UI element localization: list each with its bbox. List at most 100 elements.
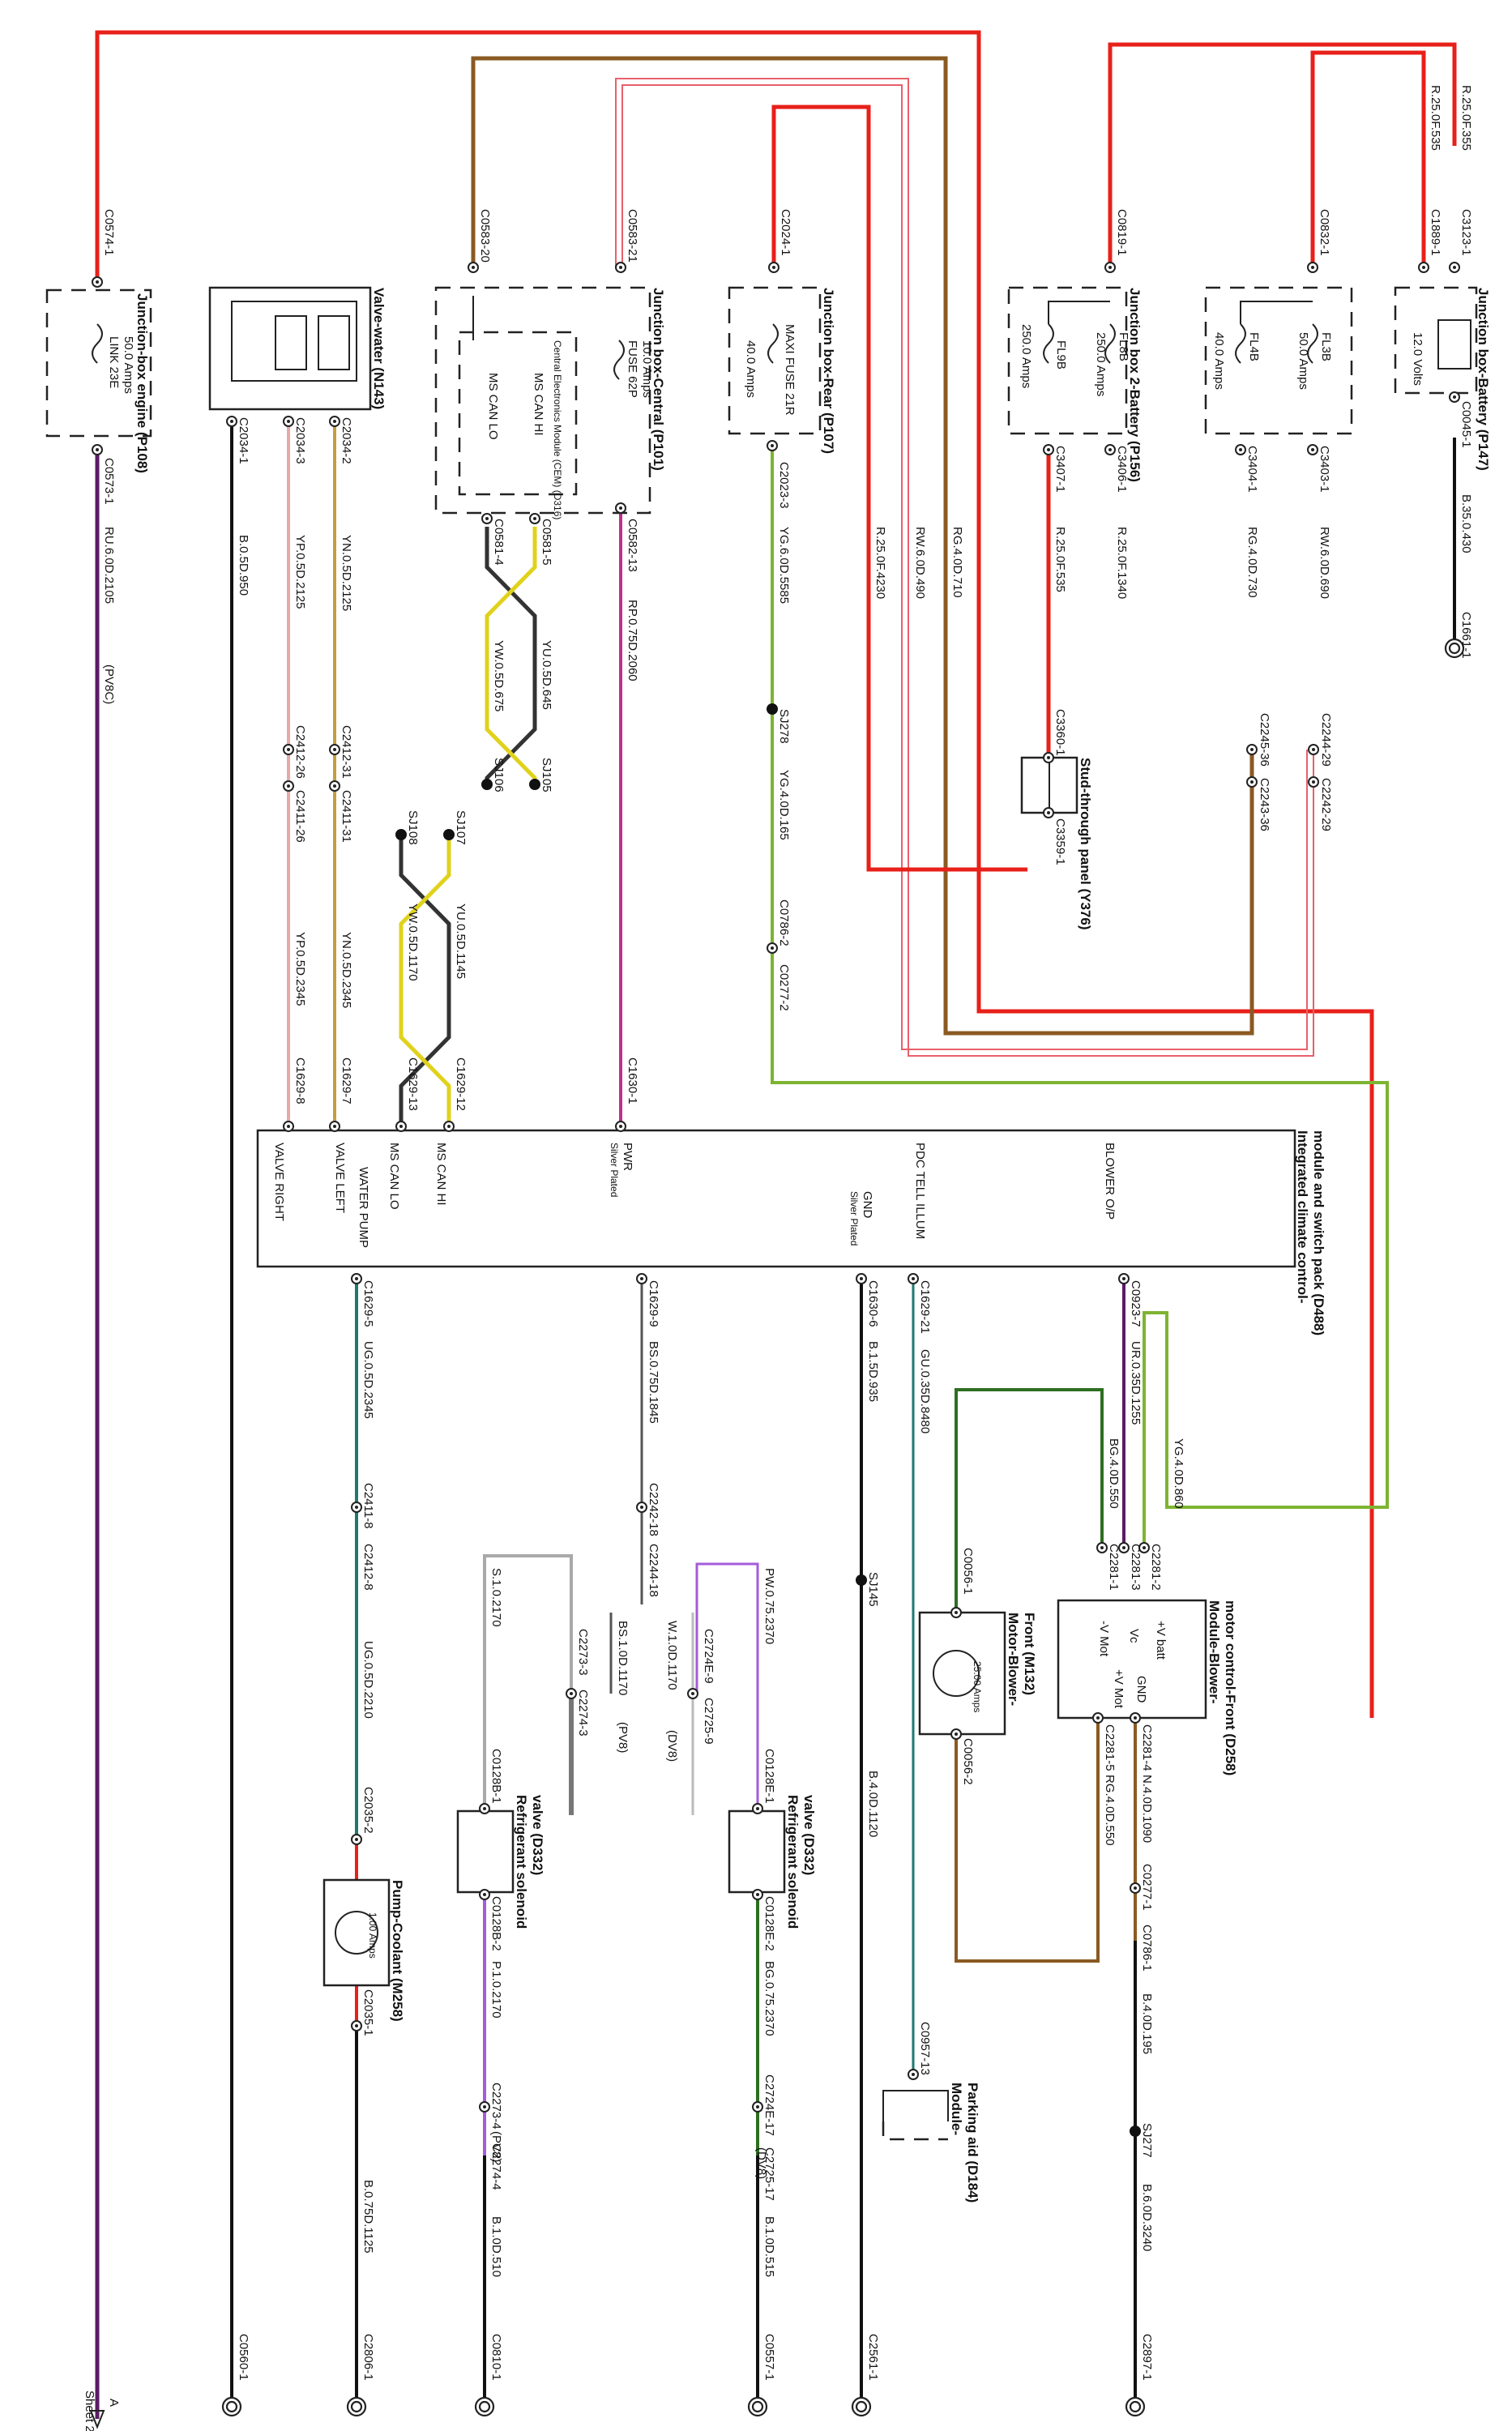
icc-pin-pwr-sub: Silver Plated — [609, 1143, 620, 1197]
splice-point — [1130, 2126, 1141, 2137]
conn-c2035-2: C2035-2 — [361, 1787, 375, 1834]
blower-pin-vmot-n: -V Mot — [1097, 1621, 1111, 1657]
ground-icon-inner — [751, 2400, 764, 2413]
conn-c3359-1: C3359-1 — [1053, 818, 1067, 865]
conn-c2281-3: C2281-3 — [1129, 1544, 1143, 1591]
fuse-fl8b-icon — [1104, 323, 1116, 364]
conn-c0810-1: C0810-1 — [489, 2334, 503, 2381]
conn-c2273-3: C2273-3 — [576, 1629, 590, 1676]
connector-pin — [483, 2105, 486, 2108]
connector-pin — [912, 2073, 915, 2076]
conn-c2035-1: C2035-1 — [361, 1989, 375, 2036]
conn-c1629-9: C1629-9 — [647, 1280, 660, 1327]
conn-c3360-1: C3360-1 — [1053, 709, 1067, 756]
connector-pin — [287, 784, 290, 788]
connector-pin — [287, 1125, 290, 1128]
blower-motor-frame — [918, 1611, 1006, 1736]
title-jb-central: Junction box-Central (P101) — [651, 288, 666, 471]
wire-red-rear-loop — [771, 105, 1027, 872]
fuse-symbols — [92, 296, 1471, 380]
connector-pin — [483, 1893, 486, 1896]
wire-label-rw-490: RW.6.0D.490 — [913, 527, 927, 599]
connector-pin — [860, 1277, 863, 1280]
conn-c2274-3: C2274-3 — [576, 1690, 590, 1737]
conn-c0923-7: C0923-7 — [1129, 1280, 1143, 1327]
connector-pin — [912, 1277, 915, 1280]
valve-water-coil-a — [275, 315, 307, 370]
splice-sj145: SJ145 — [866, 1572, 880, 1607]
connector-pin — [472, 266, 475, 269]
refrigerant-valve-a-frame — [456, 1809, 515, 1894]
wire-label-r-355: R.25.0F.355 — [1459, 85, 1473, 151]
ground-icon-inner — [1448, 642, 1461, 655]
conn-c3406-1: C3406-1 — [1115, 446, 1129, 493]
icc-pin-blower: BLOWER O/P — [1103, 1143, 1117, 1220]
blower-motor-rating: 25.00 Amps — [972, 1661, 983, 1712]
wire-label-p-2170: P.1.0.2170 — [489, 1961, 503, 2019]
wire-label-ug-2210: UG.0.5D.2210 — [361, 1641, 375, 1719]
wire-label-gu-8480: GU.0.35D.8480 — [918, 1349, 932, 1433]
wire-label-pv8c: (PV8C) — [102, 664, 116, 704]
conn-c1629-12: C1629-12 — [454, 1057, 468, 1111]
connector-pin — [287, 748, 290, 751]
offsheet-letter: A — [107, 2399, 121, 2407]
wire-label-b-1125: B.0.75D.1125 — [361, 2180, 375, 2254]
wire-label-yw-675: YW.0.5D.675 — [492, 640, 506, 711]
splice-sj106: SJ106 — [492, 758, 506, 793]
splice-point — [529, 779, 540, 790]
conn-c0786-2: C0786-2 — [777, 899, 791, 946]
blower-pin-gnd: GND — [1134, 1676, 1148, 1703]
junction-box-rear-frame — [728, 286, 822, 435]
junction-box-engine-frame — [45, 288, 152, 438]
conn-c0832-1: C0832-1 — [1318, 209, 1331, 256]
components — [45, 286, 1478, 2141]
connector-pin — [619, 1125, 622, 1128]
fuse-fl9b-rating: 250.0 Amps — [1019, 324, 1033, 388]
connector-pin — [1250, 748, 1254, 751]
wire-label-b-510: B.1.0D.510 — [489, 2216, 503, 2277]
ground-icon-inner — [350, 2400, 363, 2413]
wire-label-b-1120: B.4.0D.1120 — [866, 1771, 880, 1837]
conn-c3403-1: C3403-1 — [1318, 446, 1331, 493]
title-rs-valve-a-1: Refrigerant solenoid — [514, 1795, 529, 1929]
pump-rating: 1.00 Amps — [367, 1912, 378, 1959]
connector-pin — [1311, 448, 1314, 451]
wire-label-yp-2345: YP.0.5D.2345 — [293, 932, 307, 1006]
connector-pin — [1108, 448, 1112, 451]
conn-c0128b-1: C0128B-1 — [489, 1749, 503, 1804]
valve-water-inner — [231, 301, 357, 382]
conn-c2244-29: C2244-29 — [1319, 713, 1333, 767]
connector-pin — [1122, 1546, 1125, 1549]
title-jb2-battery: Junction box 2-Battery (P156) — [1127, 288, 1143, 482]
conn-c0574-1: C0574-1 — [102, 209, 116, 256]
connector-pin — [1239, 448, 1242, 451]
title-stud-panel: Stud-through panel (Y376) — [1078, 758, 1093, 930]
connector-pin — [955, 1611, 958, 1614]
conn-c2034-2: C2034-2 — [340, 417, 353, 464]
wire-pink-double-outer — [615, 78, 1314, 1057]
icc-pin-gnd: GND — [861, 1191, 874, 1219]
connector-pin — [230, 420, 233, 423]
conn-c1630-1: C1630-1 — [626, 1057, 639, 1104]
cem-label: Central Electronics Module (CEM) (D316) — [552, 340, 563, 519]
wire-label-ru-2105: RU.6.0D.2105 — [102, 527, 116, 604]
splice-sj278: SJ278 — [777, 709, 791, 744]
connector-pin — [483, 1807, 486, 1810]
connector-pin — [1047, 448, 1050, 451]
labels: Junction-box engine (P108) Valve-water (… — [83, 85, 1491, 2431]
connector-pin — [333, 1125, 336, 1128]
fuse-21r-icon — [767, 323, 779, 364]
wire-red-engine-feed — [95, 30, 1374, 1718]
connector-pin — [756, 2105, 759, 2108]
junction-box-battery-frame — [1204, 286, 1353, 435]
connector-pin — [1453, 395, 1456, 399]
conn-c2244-18: C2244-18 — [647, 1544, 660, 1597]
wire-label-r-1340: R.25.0F.1340 — [1115, 527, 1129, 599]
fuse-link-23e-rating: 50.0 Amps — [122, 336, 135, 394]
blower-pin-vc: Vc — [1127, 1629, 1141, 1643]
connector-pin — [485, 517, 489, 520]
wire-label-yw-1170: YW.0.5D.1170 — [406, 904, 420, 981]
conn-c2561-1: C2561-1 — [866, 2334, 880, 2381]
connector-pin — [1122, 1277, 1125, 1280]
title-rs-valve-a-2: valve (D332) — [530, 1795, 545, 1875]
